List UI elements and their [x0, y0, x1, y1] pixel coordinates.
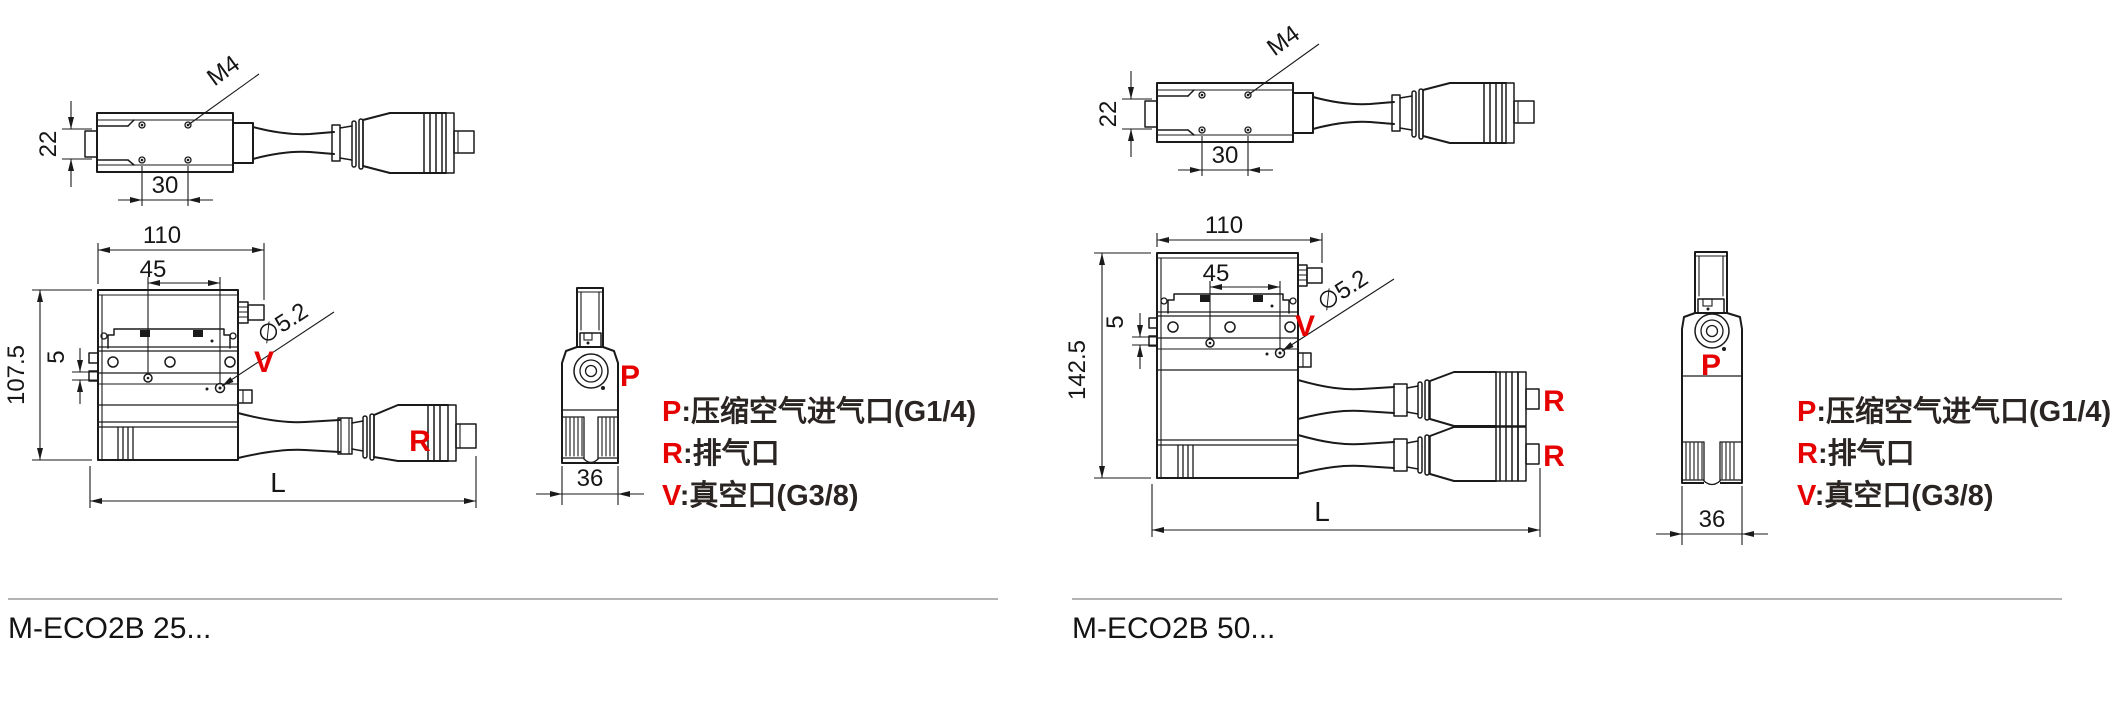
dim-45: 45	[1203, 260, 1281, 349]
dim-45: 45	[140, 256, 221, 384]
dim-110-label: 110	[143, 222, 181, 249]
dim-45-label: 45	[140, 256, 167, 283]
front-view-drawing: R R	[1064, 212, 1565, 537]
technical-drawing-eco2b-50: 22 30 M4	[1064, 20, 1768, 545]
legend-key-v: V	[662, 480, 680, 512]
thread-m4-label: M4	[202, 50, 245, 91]
dim-45-label: 45	[1203, 260, 1230, 287]
port-r1-label: R	[1543, 385, 1565, 418]
dim-22-label: 22	[35, 131, 62, 158]
legend-line-p: P:压缩空气进气口(G1/4)	[662, 391, 976, 433]
legend-text-v: :真空口(G3/8)	[679, 480, 859, 512]
port-legend: P:压缩空气进气口(G1/4) R:排气口 V:真空口(G3/8)	[1797, 391, 2111, 517]
dim-110: 110	[97, 222, 265, 300]
silencer-front-view	[237, 404, 477, 462]
port-r-label: R	[409, 425, 431, 458]
dim-height-label: 142.5	[1064, 340, 1091, 400]
silencer-2-front-view	[1297, 426, 1540, 482]
dim-22-label: 22	[1095, 101, 1122, 128]
dim-36: 36	[536, 465, 644, 505]
legend-line-r: R:排气口	[662, 433, 976, 475]
legend-key-r: R	[1797, 438, 1818, 470]
port-p-label: P	[620, 360, 640, 393]
legend-line-p: P:压缩空气进气口(G1/4)	[1797, 391, 2111, 433]
technical-drawing-eco2b-25: 22 30 M4	[3, 50, 644, 508]
mounting-holes-top	[138, 121, 192, 164]
top-view-drawing: 22 30 M4	[35, 50, 475, 206]
side-view-drawing: 36 P	[1656, 251, 1768, 545]
section-divider	[1072, 598, 2062, 600]
dim-110: 110	[1156, 212, 1323, 263]
silencer-top-view	[1312, 82, 1535, 144]
dim-110-label: 110	[1205, 212, 1243, 239]
dim-l: L	[89, 456, 477, 508]
dim-length-label: L	[270, 467, 286, 498]
port-legend: P:压缩空气进气口(G1/4) R:排气口 V:真空口(G3/8)	[662, 391, 976, 517]
dim-5: 5	[43, 348, 98, 404]
dim-30: 30	[118, 166, 213, 206]
front-view-drawing: R 110 45 107.5	[3, 222, 477, 508]
dim-22: 22	[35, 101, 92, 187]
dim-5-label: 5	[1102, 315, 1129, 328]
section-divider	[8, 598, 998, 600]
dim-107-5: 107.5	[3, 289, 92, 461]
legend-text-p: :压缩空气进气口(G1/4)	[681, 396, 977, 428]
dim-30: 30	[1178, 136, 1273, 176]
port-v-label: V	[254, 346, 274, 379]
legend-text-p: :压缩空气进气口(G1/4)	[1816, 396, 2112, 428]
silencer-hatch	[1681, 441, 1743, 487]
dim-5: 5	[1102, 313, 1157, 369]
dim-30-label: 30	[1212, 142, 1239, 169]
silencer-top-view	[252, 112, 475, 174]
legend-text-r: :排气口	[682, 438, 780, 470]
legend-key-p: P	[662, 396, 682, 428]
port-r2-label: R	[1543, 440, 1565, 473]
legend-text-r: :排气口	[1817, 438, 1915, 470]
model-title: M-ECO2B 25...	[8, 612, 212, 645]
legend-key-r: R	[662, 438, 683, 470]
top-view-drawing: 22 30 M4	[1095, 20, 1535, 176]
model-title: M-ECO2B 50...	[1072, 612, 1276, 645]
port-v-label: V	[1295, 310, 1315, 343]
dim-length-label: L	[1314, 496, 1330, 527]
port-p-label: P	[1701, 349, 1721, 382]
dim-22: 22	[1095, 71, 1152, 157]
legend-key-p: P	[1797, 396, 1817, 428]
dim-l: L	[1151, 468, 1541, 537]
thread-m4-label: M4	[1262, 20, 1305, 61]
legend-key-v: V	[1797, 480, 1815, 512]
panel-eco2b-50: 22 30 M4	[1064, 0, 2128, 728]
dim-142-5: 142.5	[1064, 252, 1151, 479]
dim-height-label: 107.5	[3, 345, 30, 405]
dim-36-label: 36	[1699, 506, 1726, 533]
side-view-drawing: 36 P	[536, 287, 644, 505]
mounting-holes-top	[1198, 91, 1252, 134]
legend-line-v: V:真空口(G3/8)	[1797, 475, 2111, 517]
dim-36-label: 36	[577, 465, 604, 492]
legend-line-r: R:排气口	[1797, 433, 2111, 475]
silencer-hatch	[561, 416, 619, 464]
legend-text-v: :真空口(G3/8)	[1814, 480, 1994, 512]
dim-5-label: 5	[43, 350, 70, 363]
dim-30-label: 30	[152, 172, 179, 199]
panel-eco2b-25: 22 30 M4	[3, 50, 998, 645]
dim-36: 36	[1656, 486, 1768, 545]
legend-line-v: V:真空口(G3/8)	[662, 475, 976, 517]
silencer-1-front-view	[1297, 371, 1540, 427]
